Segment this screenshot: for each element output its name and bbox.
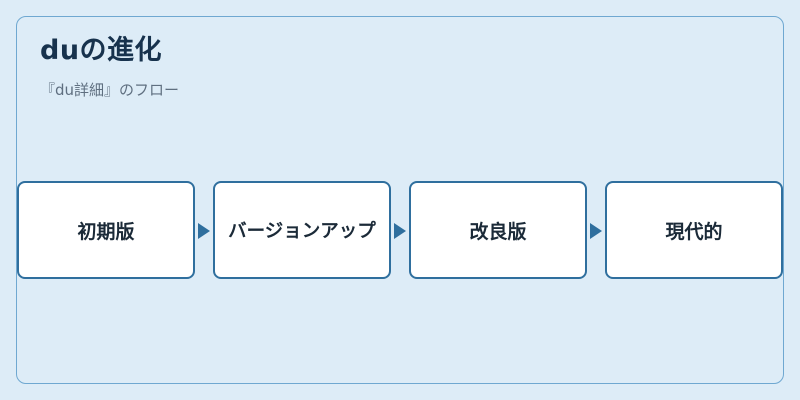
flow-arrow-icon xyxy=(198,223,210,239)
diagram-title: duの進化 xyxy=(40,35,163,66)
flow-step-modern: 現代的 xyxy=(605,181,783,279)
flow-step-version-up: バージョンアップ xyxy=(213,181,391,279)
flow-step-initial: 初期版 xyxy=(17,181,195,279)
flow-step-label: バージョンアップ xyxy=(228,221,376,242)
flow-arrow-icon xyxy=(394,223,406,239)
flow-step-label: 改良版 xyxy=(469,220,527,243)
flow-step-label: 現代的 xyxy=(665,220,723,243)
flow-step-label: 初期版 xyxy=(77,220,135,243)
diagram-subtitle: 『du詳細』のフロー xyxy=(40,81,180,99)
flow-arrow-icon xyxy=(590,223,602,239)
flow-step-improved: 改良版 xyxy=(409,181,587,279)
